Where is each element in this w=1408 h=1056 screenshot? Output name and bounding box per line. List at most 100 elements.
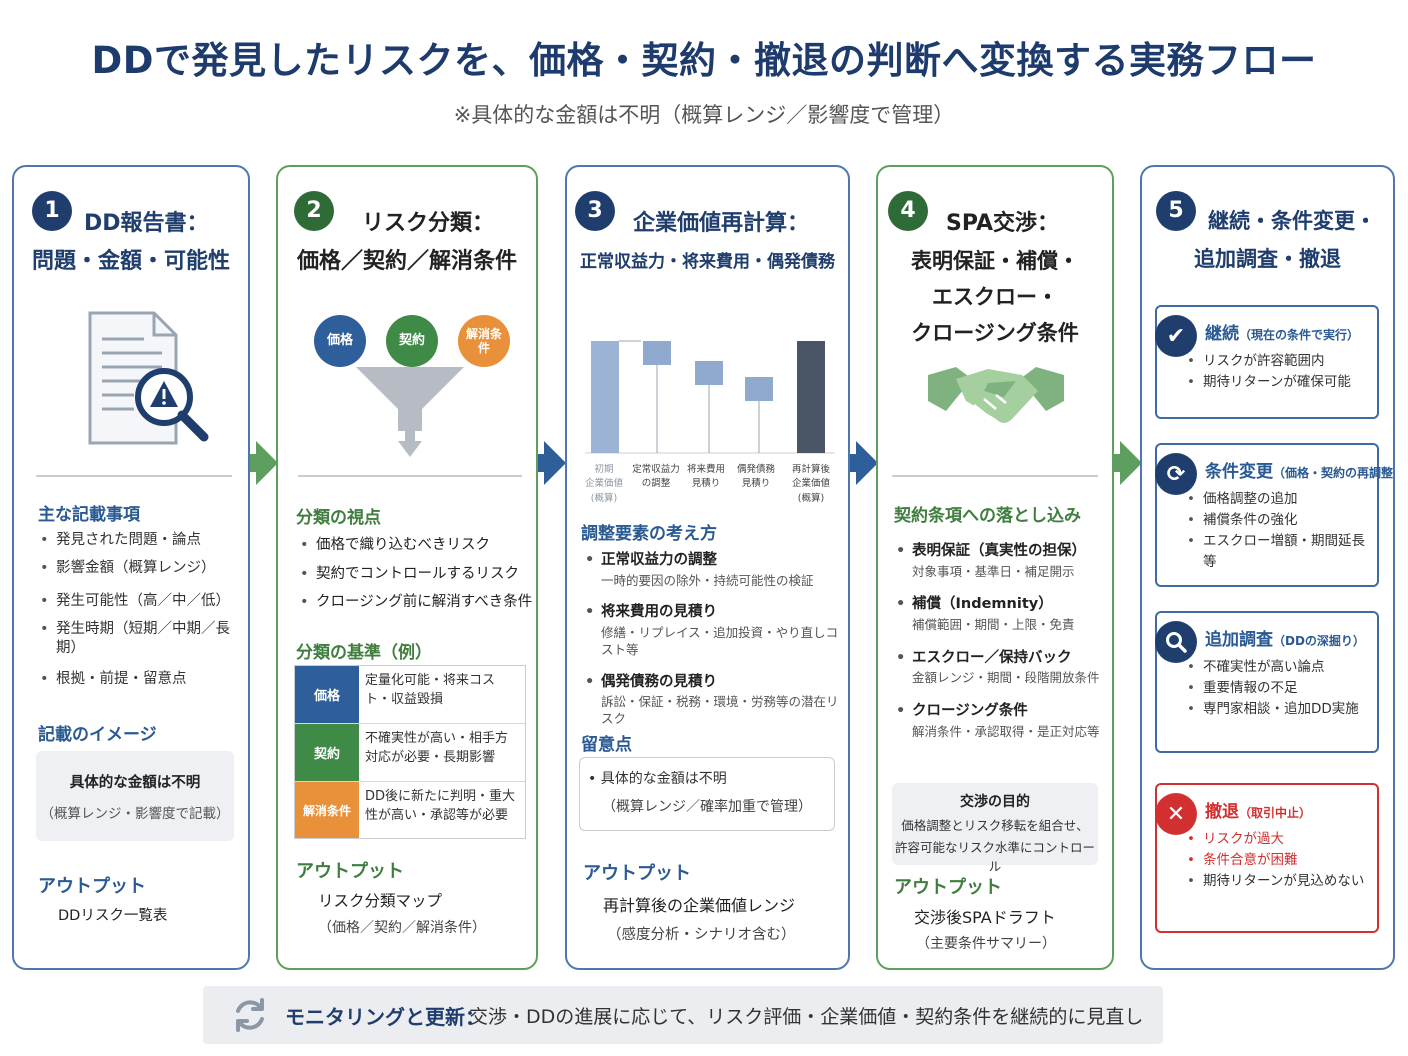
list-item-head: エスクロー／保持バック <box>912 649 1072 666</box>
refresh-icon: ⟳ <box>1155 453 1197 495</box>
section-heading-criteria: 分類の基準（例） <box>296 643 432 663</box>
list-item-sub: 金額レンジ・期間・段階開放条件 <box>912 670 1100 686</box>
step-number-2: 2 <box>294 191 334 231</box>
list-item: 期待リターンが見込めない <box>1187 871 1364 892</box>
step-3-title-line2: 正常収益力・将来費用・偶発債務 <box>580 252 835 272</box>
flow-arrow <box>544 441 566 485</box>
list-item-head: 正常収益力の調整 <box>601 552 717 568</box>
step-card-2: 2 リスク分類： 価格／契約／解消条件 価格 契約 解消条件 分類の視点 価格で… <box>276 165 538 970</box>
waterfall-label: 定常収益力の調整 <box>632 464 680 490</box>
check-icon: ✔ <box>1155 315 1197 357</box>
list-item: 専門家相談・追加DD実施 <box>1187 699 1359 720</box>
category-condition-circle: 解消条件 <box>458 315 510 367</box>
list-item: クロージング前に解消すべき条件 <box>300 593 536 613</box>
handshake-icon <box>928 367 1064 423</box>
search-icon <box>1155 621 1197 663</box>
flow-arrow-stem <box>250 454 258 472</box>
section-heading-perspective: 分類の視点 <box>296 508 381 528</box>
criteria-row: 契約 不確実性が高い・相手方対応が必要・長期影響 <box>295 724 525 782</box>
option-title: 追加調査（DDの深掘り） <box>1205 630 1365 650</box>
criteria-row: 解消条件 DD後に新たに判明・重大性が高い・承認等が必要 <box>295 782 525 838</box>
list-item: 補償条件の強化 <box>1187 510 1377 531</box>
monitoring-label: モニタリングと更新： <box>285 1005 485 1029</box>
list-item: リスクが許容範囲内 <box>1187 351 1351 372</box>
decision-option-continue: ✔ 継続（現在の条件で実行） リスクが許容範囲内 期待リターンが確保可能 <box>1155 305 1379 419</box>
step-number-1: 1 <box>32 191 72 231</box>
notes-line1: • 具体的な金額は不明 <box>588 771 727 787</box>
criteria-tag: 価格 <box>295 666 359 723</box>
list-item: 発生可能性（高／中／低） <box>40 592 240 612</box>
adjustments-list: 正常収益力の調整 一時的要因の除外・持続可能性の検証 将来費用の見積り 修繕・リ… <box>585 551 847 728</box>
category-contract-circle: 契約 <box>386 315 438 367</box>
output-label: アウトプット <box>894 877 1002 898</box>
list-item-head: クロージング条件 <box>912 703 1028 720</box>
step-number-4: 4 <box>888 191 928 231</box>
option-list: リスクが許容範囲内 期待リターンが確保可能 <box>1187 351 1351 393</box>
step-card-3: 3 企業価値再計算： 正常収益力・将来費用・偶発債務 初期企業価値(概算) 定常… <box>565 165 850 970</box>
decision-option-withdraw: ✕ 撤退（取引中止） リスクが過大 条件合意が困難 期待リターンが見込めない <box>1155 783 1379 933</box>
list-item: 表明保証（真実性の担保） 対象事項・基準日・補足開示 <box>896 542 1112 580</box>
criteria-tag: 解消条件 <box>295 782 359 838</box>
step-4-title-line2: 表明保証・補償・ <box>911 249 1079 273</box>
step-card-4: 4 SPA交渉： 表明保証・補償・ エスクロー・ クロージング条件 契約条項への… <box>876 165 1114 970</box>
list-item: 補償（Indemnity） 補償範囲・期間・上限・免責 <box>896 595 1112 633</box>
notes-box: • 具体的な金額は不明 （概算レンジ／確率加重で管理） <box>579 757 835 831</box>
section-heading-contents: 主な記載事項 <box>38 505 140 525</box>
output-value: 再計算後の企業価値レンジ <box>603 896 796 915</box>
section-heading-adjustments: 調整要素の考え方 <box>581 524 717 544</box>
option-list: リスクが過大 条件合意が困難 期待リターンが見込めない <box>1187 829 1364 892</box>
section-heading-image: 記載のイメージ <box>38 725 157 745</box>
perspective-list: 価格で織り込むべきリスク 契約でコントロールするリスク クロージング前に解消すべ… <box>300 536 536 613</box>
list-item: 正常収益力の調整 一時的要因の除外・持続可能性の検証 <box>585 551 847 589</box>
list-item: 発見された問題・論点 <box>40 531 240 551</box>
step-4-title-line3: エスクロー・ <box>932 285 1058 309</box>
list-item-head: 補償（Indemnity） <box>912 596 1053 613</box>
output-note: （主要条件サマリー） <box>916 936 1056 952</box>
step-4-title-line1: SPA交渉： <box>946 211 1059 236</box>
page-subtitle: ※具体的な金額は不明（概算レンジ／影響度で管理） <box>453 103 955 127</box>
list-item-head: 将来費用の見積り <box>601 604 717 621</box>
list-item-head: 偶発債務の見積り <box>601 673 717 690</box>
step-2-title-line1: リスク分類： <box>362 211 495 236</box>
step-card-1: 1 DD報告書： 問題・金額・可能性 主な記載事項 発見された問題・論点 影響金… <box>12 165 250 970</box>
step-4-title-line4: クロージング条件 <box>911 321 1079 345</box>
list-item: エスクロー増額・期間延長等 <box>1187 531 1377 573</box>
list-item-sub: 訴訟・保証・税務・環境・労務等の潜在リスク <box>601 694 839 727</box>
waterfall-bridge-graphic <box>585 340 835 454</box>
purpose-title: 交渉の目的 <box>960 794 1030 810</box>
list-item: 発生時期（短期／中期／長期） <box>40 620 240 659</box>
output-note: （感度分析・シナリオ含む） <box>607 927 796 943</box>
step-1-title-line1: DD報告書： <box>84 211 209 236</box>
output-label: アウトプット <box>296 861 404 882</box>
criteria-table: 価格 定量化可能・将来コスト・収益毀損 契約 不確実性が高い・相手方対応が必要・… <box>294 665 526 839</box>
list-item: 期待リターンが確保可能 <box>1187 372 1351 393</box>
list-item: リスクが過大 <box>1187 829 1364 850</box>
waterfall-label: 再計算後企業価値(概算) <box>791 464 830 504</box>
list-item: 重要情報の不足 <box>1187 678 1359 699</box>
flow-arrow <box>1120 441 1142 485</box>
step-number-5: 5 <box>1156 191 1196 231</box>
option-title: 撤退（取引中止） <box>1205 802 1312 822</box>
clauses-list: 表明保証（真実性の担保） 対象事項・基準日・補足開示 補償（Indemnity）… <box>896 542 1112 741</box>
decision-option-change-terms: ⟳ 条件変更（価格・契約の再調整） 価格調整の追加 補償条件の強化 エスクロー増… <box>1155 443 1393 587</box>
flow-arrow-stem <box>850 454 858 472</box>
step-1-title-line2: 問題・金額・可能性 <box>31 249 230 274</box>
list-item: クロージング条件 解消条件・承認取得・是正対応等 <box>896 702 1112 740</box>
output-label: アウトプット <box>38 876 146 897</box>
list-item: 将来費用の見積り 修繕・リプレイス・追加投資・やり直しコスト等 <box>585 603 847 658</box>
close-icon: ✕ <box>1155 793 1197 835</box>
list-item: エスクロー／保持バック 金額レンジ・期間・段階開放条件 <box>896 649 1112 687</box>
waterfall-label: 将来費用見積り <box>686 464 725 490</box>
monitoring-bar: モニタリングと更新： 交渉・DDの進展に応じて、リスク評価・企業価値・契約条件を… <box>203 986 1163 1044</box>
option-title: 継続（現在の条件で実行） <box>1205 324 1360 344</box>
list-item: 価格で織り込むべきリスク <box>300 536 536 556</box>
list-item: 影響金額（概算レンジ） <box>40 559 240 579</box>
list-item-sub: 修繕・リプレイス・追加投資・やり直しコスト等 <box>601 625 839 657</box>
funnel-icon <box>356 367 464 457</box>
output-value: 交渉後SPAドラフト <box>914 908 1056 927</box>
option-list: 不確実性が高い論点 重要情報の不足 専門家相談・追加DD実施 <box>1187 657 1359 720</box>
category-price-circle: 価格 <box>314 315 366 367</box>
criteria-text: 定量化可能・将来コスト・収益毀損 <box>365 673 496 707</box>
flow-arrow-stem <box>538 454 546 472</box>
list-item: 不確実性が高い論点 <box>1187 657 1359 678</box>
